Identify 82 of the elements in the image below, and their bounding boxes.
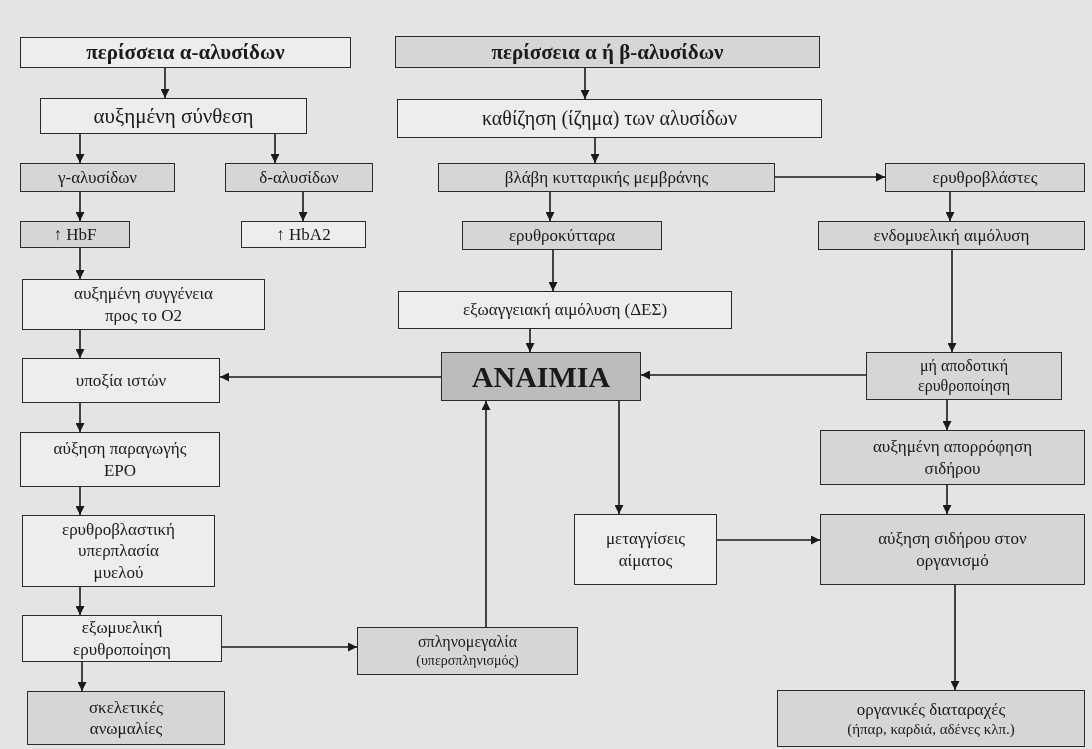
process-box [820, 514, 1085, 585]
process-box [20, 37, 351, 68]
box-text: (υπερσπληνισμός) [416, 652, 519, 670]
arrow [75, 191, 85, 222]
box-text: αυξημένη απορρόφηση σιδήρου [871, 436, 1034, 479]
process-box [20, 432, 220, 487]
process-box [866, 352, 1062, 400]
process-box [397, 99, 822, 138]
box-text: περίσσεια α ή β-αλυσίδων [491, 38, 724, 66]
arrow [75, 247, 85, 280]
arrow [947, 249, 957, 353]
box-text: ερυθροβλαστική υπερπλασία μυελού [61, 519, 176, 583]
arrow [945, 191, 955, 222]
arrow [548, 249, 558, 292]
process-box [22, 615, 222, 662]
arrow [75, 586, 85, 616]
box-text: μή αποδοτική ερυθροποίηση [917, 356, 1011, 396]
box-text: σπληνομεγαλία [417, 632, 518, 653]
arrow [75, 402, 85, 433]
box-text: αυξημένη συγγένεια προς το O2 [73, 283, 214, 326]
arrow [580, 67, 590, 100]
arrow [160, 67, 170, 99]
arrow [774, 172, 886, 182]
process-box [357, 627, 578, 675]
process-box [20, 163, 175, 192]
box-text: καθίζηση (ίζημα) των αλυσίδων [481, 106, 738, 131]
box-text: εξωαγγειακή αιμόλυση (ΔΕΣ) [462, 299, 668, 321]
process-box [820, 430, 1085, 485]
box-text: γ-αλυσίδων [57, 166, 138, 189]
process-box [462, 221, 662, 250]
process-box [241, 221, 366, 248]
arrow [640, 370, 867, 380]
arrow [298, 191, 308, 222]
box-text: ΑΝΑΙΜΙΑ [471, 358, 611, 395]
box-text: ↑ HbA2 [276, 223, 331, 246]
box-text: δ-αλυσίδων [259, 166, 339, 189]
arrow [75, 329, 85, 359]
arrow [716, 535, 821, 545]
process-box [398, 291, 732, 329]
box-text: οργανικές διαταραχές [856, 698, 1006, 720]
box-text: ερυθροβλάστες [932, 166, 1038, 189]
box-text: αύξηση παραγωγής EPO [52, 438, 188, 481]
process-box [441, 352, 641, 401]
box-text: περίσσεια α-αλυσίδων [86, 39, 285, 66]
box-text: ↑ HbF [53, 223, 97, 246]
process-box [22, 279, 265, 330]
arrow [525, 328, 535, 353]
arrow [545, 191, 555, 222]
arrow [481, 400, 491, 628]
box-text: εξωμυελική ερυθροποίηση [72, 617, 172, 660]
arrow [590, 137, 600, 164]
box-text: ερυθροκύτταρα [508, 224, 616, 247]
box-text: αύξηση σιδήρου στον οργανισμό [877, 528, 1028, 571]
process-box [818, 221, 1085, 250]
arrow [270, 133, 280, 164]
box-text: βλάβη κυτταρικής μεμβράνης [504, 166, 709, 189]
process-box [27, 691, 225, 745]
process-box [20, 221, 130, 248]
process-box [777, 690, 1085, 747]
arrow [942, 399, 952, 431]
arrow [219, 372, 442, 382]
process-box [22, 515, 215, 587]
process-box [40, 98, 307, 134]
process-box [225, 163, 373, 192]
arrow [221, 642, 358, 652]
arrow [77, 661, 87, 692]
process-box [22, 358, 220, 403]
arrow [950, 584, 960, 691]
process-box [438, 163, 775, 192]
box-text: υποξία ιστών [75, 369, 167, 392]
arrow [614, 400, 624, 515]
arrow [75, 133, 85, 164]
process-box [395, 36, 820, 68]
box-text: ενδομυελική αιμόλυση [873, 224, 1030, 247]
arrow [942, 484, 952, 515]
box-text: σκελετικές ανωμαλίες [87, 696, 165, 740]
box-text: (ήπαρ, καρδιά, αδένες κλπ.) [847, 719, 1015, 739]
box-text: αυξημένη σύνθεση [93, 102, 254, 130]
process-box [885, 163, 1085, 192]
box-text: μεταγγίσεις αίματος [604, 528, 687, 571]
process-box [574, 514, 717, 585]
arrow [75, 486, 85, 516]
